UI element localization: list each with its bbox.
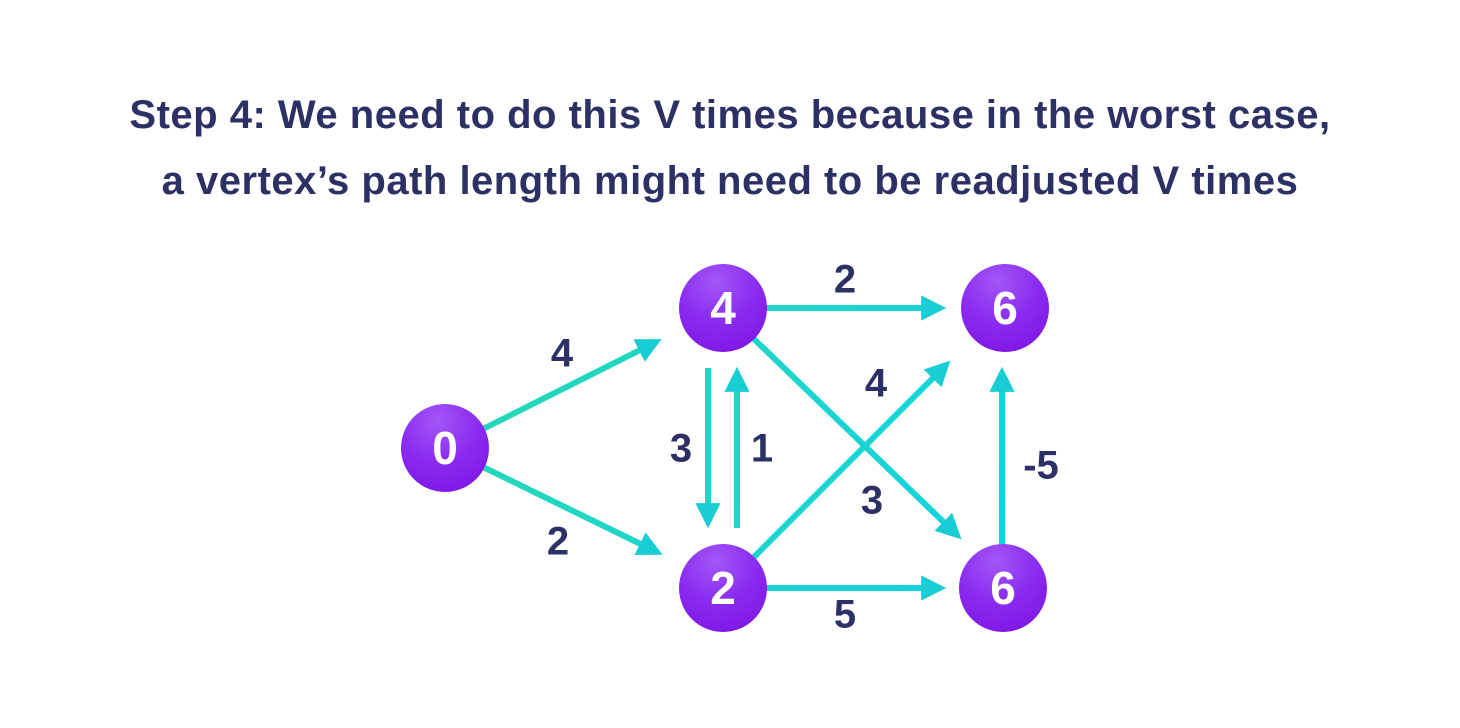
graph-node-bottom-right: 6	[959, 544, 1047, 632]
edge-weight-0-to-4: 4	[550, 331, 574, 376]
edge-weight-6bottom-to-6top: -5	[1023, 443, 1059, 488]
graph-node-top-middle: 4	[679, 264, 767, 352]
graph-node-source: 0	[401, 404, 489, 492]
edge-weight-4-to-2: 3	[669, 426, 693, 471]
step-title: Step 4: We need to do this V times becau…	[0, 82, 1460, 214]
graph-node-bottom-middle: 2	[679, 544, 767, 632]
edge-4-to-6bottom-arrow	[750, 335, 962, 540]
edge-2-to-6top-arrow	[750, 360, 951, 561]
edge-weight-4-to-6bottom: 3	[860, 478, 884, 523]
edge-weight-0-to-2: 2	[546, 519, 570, 564]
edge-weight-2-to-6bottom: 5	[833, 592, 857, 637]
edge-0-to-4-arrow	[481, 339, 662, 432]
step-title-line-2: a vertex’s path length might need to be …	[161, 159, 1299, 203]
step-title-line-1: Step 4: We need to do this V times becau…	[129, 93, 1331, 137]
edge-weight-2-to-6top: 4	[864, 361, 888, 406]
graph-node-top-right: 6	[961, 264, 1049, 352]
edge-weight-2-to-4: 1	[750, 426, 774, 471]
edge-0-to-2-arrow	[481, 464, 663, 556]
edge-weight-4-to-6top: 2	[833, 257, 857, 302]
